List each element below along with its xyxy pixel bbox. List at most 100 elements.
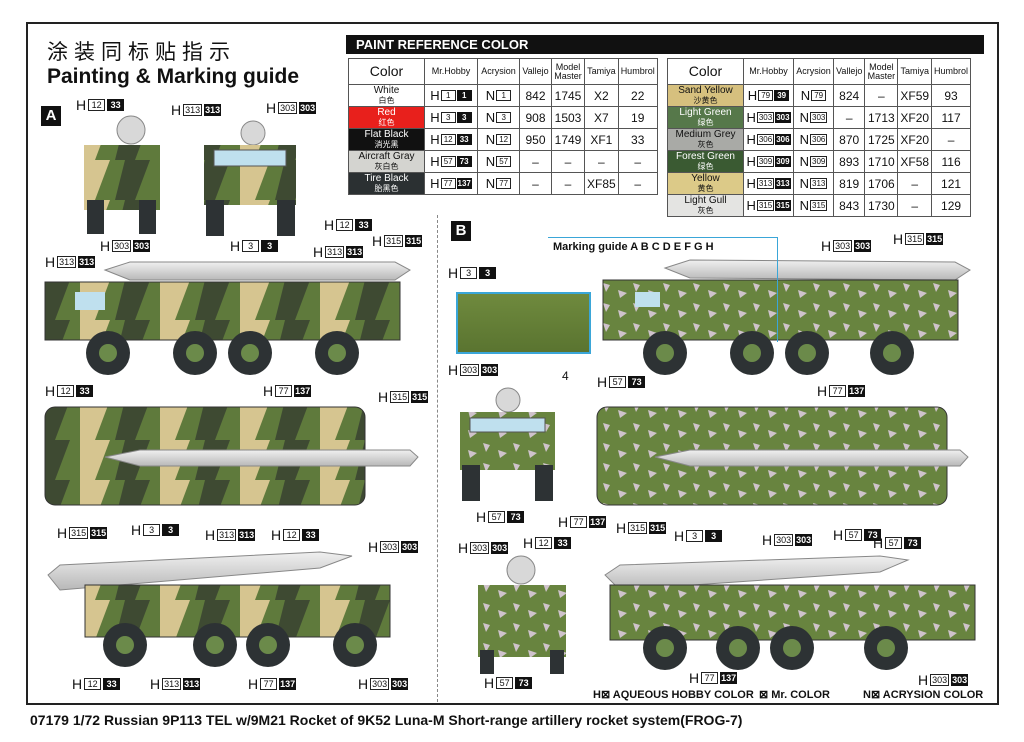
- model-master-code: 1730: [864, 194, 899, 217]
- paint-table-right: Color Mr.Hobby Acrysion Vallejo Model Ma…: [667, 58, 972, 217]
- section-a-badge: A: [41, 106, 61, 126]
- marking-guide-inset: [456, 292, 591, 354]
- vehicle-a-side-view-1: [44, 261, 411, 375]
- paint-reference-title: PAINT REFERENCE COLOR: [346, 35, 984, 54]
- section-b-badge: B: [451, 221, 471, 241]
- vallejo-code: 950: [519, 128, 552, 151]
- vehicle-b-top-view: [596, 406, 969, 506]
- col-acrysion: Acrysion: [793, 58, 834, 85]
- legend-mr-color: ⊠ Mr. COLOR: [759, 689, 830, 701]
- model-master-code: 1706: [864, 172, 899, 195]
- tamiya-code: XF59: [897, 84, 933, 107]
- model-master-code: 1710: [864, 150, 899, 173]
- tamiya-code: XF20: [897, 128, 933, 151]
- footer-product-title: 07179 1/72 Russian 9P113 TEL w/9M21 Rock…: [30, 712, 743, 728]
- legend-acrysion: N⊠ ACRYSION COLOR: [863, 689, 984, 701]
- vehicle-a-top-view: [44, 406, 419, 506]
- vehicle-b-front-view: [460, 387, 555, 501]
- vehicle-b-rear-view: [478, 555, 566, 674]
- tamiya-code: XF85: [584, 172, 619, 195]
- col-color: Color: [667, 58, 744, 85]
- model-master-code: 1725: [864, 128, 899, 151]
- model-master-code: –: [551, 150, 585, 173]
- model-master-code: –: [551, 172, 585, 195]
- vehicle-b-side-view-1: [602, 259, 971, 375]
- col-acrysion: Acrysion: [477, 58, 520, 85]
- col-color: Color: [348, 58, 425, 85]
- section-divider: [437, 215, 438, 702]
- paint-table-left: Color Mr.Hobby Acrysion Vallejo Model Ma…: [348, 58, 658, 195]
- humbrol-code: 33: [617, 128, 658, 151]
- tamiya-code: XF20: [897, 106, 933, 129]
- vehicle-a-rear-view: [84, 115, 160, 234]
- legend-aqueous: H⊠ AQUEOUS HOBBY COLOR: [593, 689, 754, 701]
- vehicle-b-side-view-2: [604, 555, 976, 670]
- humbrol-code: –: [617, 172, 658, 195]
- humbrol-code: 22: [617, 84, 658, 107]
- col-vallejo: Vallejo: [832, 58, 866, 85]
- marking-guide-label: Marking guide A B C D E F G H: [553, 241, 714, 253]
- tamiya-code: –: [897, 194, 933, 217]
- col-humbrol: Humbrol: [617, 58, 658, 85]
- vallejo-code: 843: [832, 194, 866, 217]
- humbrol-code: 121: [931, 172, 972, 195]
- marking-guide-leader: [548, 237, 778, 342]
